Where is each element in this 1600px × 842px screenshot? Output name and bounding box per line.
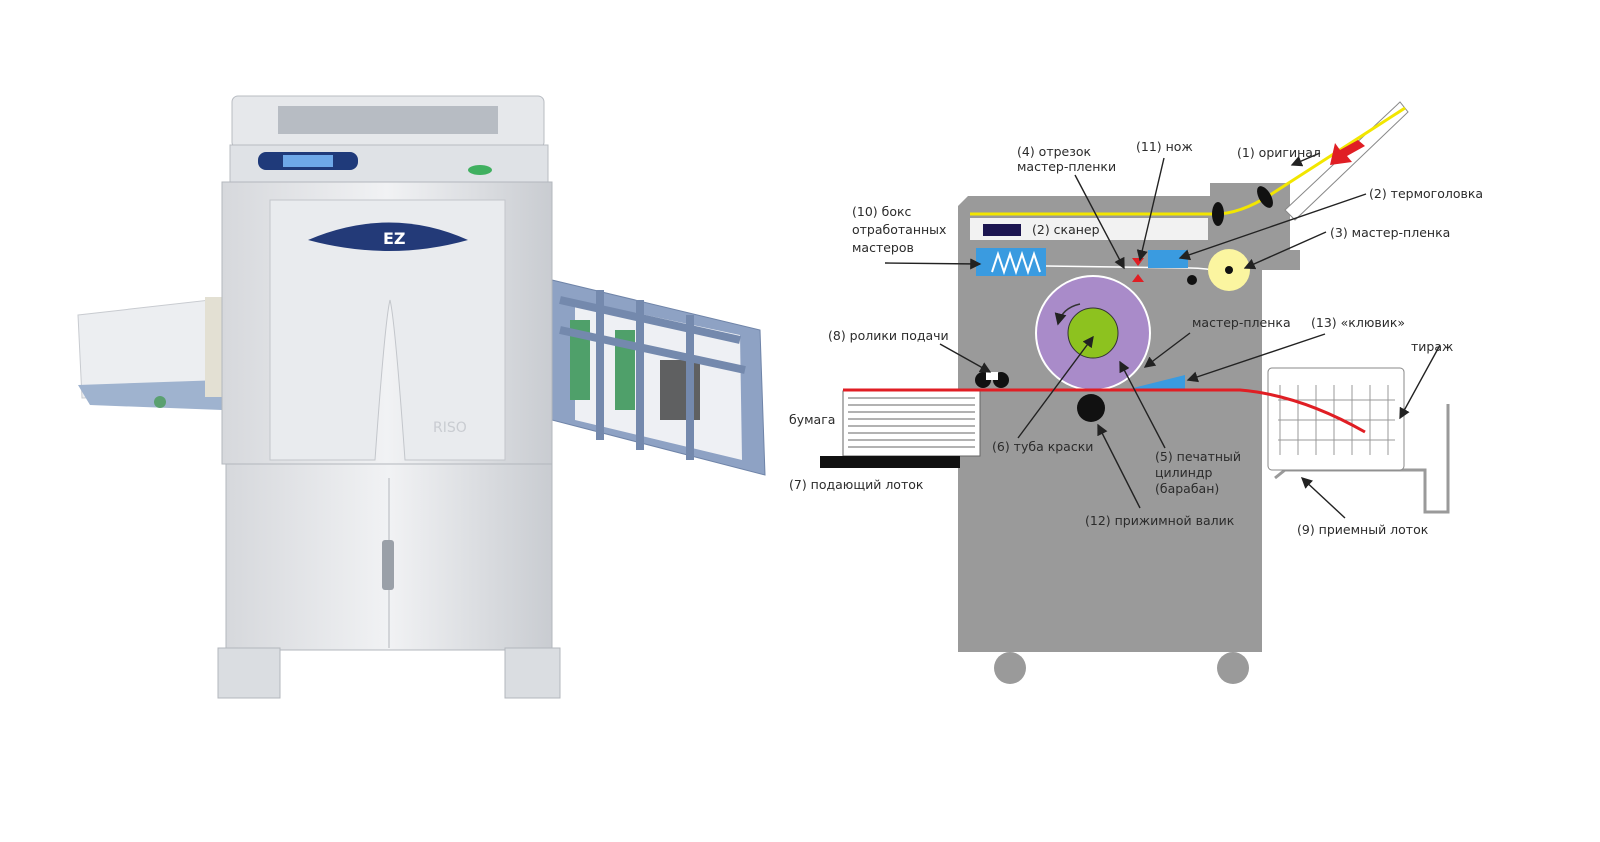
paper-stack [842, 390, 981, 457]
label-paper: бумага [789, 412, 835, 427]
printed-stack [1267, 367, 1405, 471]
label-feed-rollers: (8) ролики подачи [828, 328, 949, 343]
label-ink-tube: (6) туба краски [992, 439, 1093, 454]
label-original: (1) оригинал [1237, 145, 1321, 160]
duplicator-photo: EZ RISO [77, 95, 766, 699]
brand-logo: RISO [433, 420, 467, 436]
receiving-tray [1274, 404, 1450, 514]
press-roller [1077, 394, 1105, 422]
paper-receiving-tray [551, 279, 766, 476]
duplicator-body [958, 183, 1300, 652]
label-knife: (11) нож [1136, 139, 1193, 154]
label-drum-3: (барабан) [1155, 481, 1219, 496]
label-feed-tray: (7) подающий лоток [789, 477, 924, 492]
ink-tube [1067, 307, 1119, 359]
rotation-arrow-icon [1054, 303, 1081, 326]
beak [1125, 375, 1185, 390]
label-master-cut-2: мастер-пленки [1017, 159, 1116, 174]
label-master-cut: (4) отрезок [1017, 144, 1092, 159]
schematic-diagram: (1) оригинал (2) термоголовка (3) мастер… [789, 101, 1483, 684]
label-receiving-tray: (9) приемный лоток [1297, 522, 1429, 537]
wheel [1217, 652, 1249, 684]
front-badge [308, 222, 468, 251]
label-press-roller: (12) прижимной валик [1085, 513, 1235, 528]
thermal-head [1148, 250, 1188, 268]
lcd-screen [283, 155, 333, 167]
paper-feed-tray [77, 297, 225, 410]
label-waste-box-2: отработанных [852, 222, 946, 237]
label-waste-box-3: мастеров [852, 240, 914, 255]
label-beak: (13) «клювик» [1311, 315, 1405, 330]
label-drum-2: цилиндр [1155, 465, 1213, 480]
label-print-run: тираж [1411, 339, 1453, 354]
label-master-film: мастер-пленка [1192, 315, 1291, 330]
scanner-sensor [983, 224, 1021, 236]
wheel [994, 652, 1026, 684]
label-scanner: (2) сканер [1032, 222, 1100, 237]
label-waste-box: (10) бокс [852, 204, 912, 219]
model-logo: EZ [383, 229, 406, 248]
feed-tray [820, 456, 960, 468]
label-thermal-head: (2) термоголовка [1369, 186, 1483, 201]
paper-path [843, 388, 1366, 434]
waste-master-box [976, 248, 1046, 276]
label-master-film-roll: (3) мастер-пленка [1330, 225, 1450, 240]
label-drum: (5) печатный [1155, 449, 1241, 464]
feed-direction-arrow-icon [1330, 140, 1365, 165]
